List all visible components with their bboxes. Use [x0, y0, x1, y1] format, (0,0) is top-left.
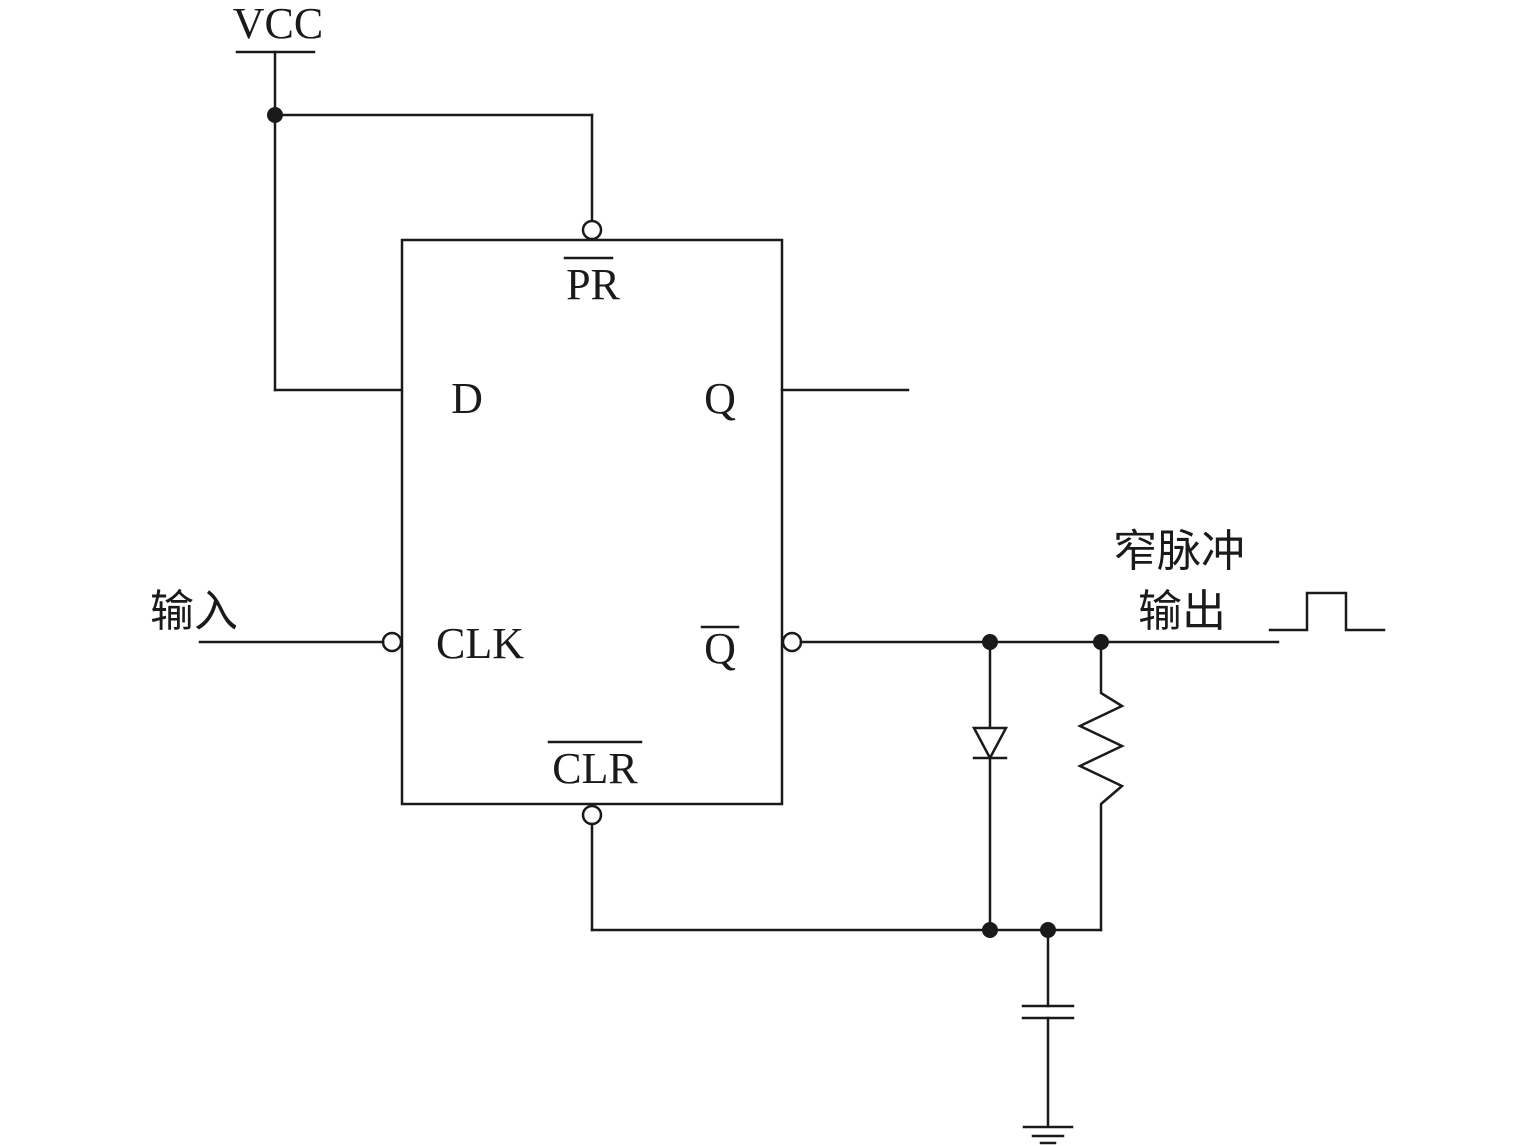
- clock-bubble: [381, 631, 403, 653]
- output-label-line1: 窄脉冲: [1113, 526, 1245, 577]
- pin-output-inverted-label: Q: [704, 624, 736, 673]
- pin-output-label: Q: [704, 374, 736, 423]
- pin-preset: PR: [563, 256, 621, 309]
- resistor-icon: [1077, 640, 1125, 932]
- pin-clear: CLR: [547, 740, 643, 793]
- ground-icon: [1022, 1125, 1074, 1145]
- clear-bubble: [581, 804, 603, 826]
- flip-flop-block: [400, 238, 784, 806]
- pulse-waveform-icon: [1268, 591, 1386, 632]
- diode-bottom-junction-dot: [982, 922, 998, 938]
- pin-preset-label: PR: [566, 260, 620, 309]
- clear-feedback-wires: [590, 822, 1103, 932]
- diode-icon: [971, 640, 1009, 932]
- input-label: 输入: [150, 586, 238, 637]
- preset-bubble: [581, 219, 603, 241]
- pin-data-label: D: [451, 374, 483, 423]
- output-label-line2: 输出: [1138, 586, 1226, 637]
- capacitor-icon: [1021, 928, 1075, 1128]
- pin-output-inverted: Q: [700, 624, 740, 673]
- pin-clock-label: CLK: [436, 619, 524, 668]
- vcc-junction-dot: [267, 107, 283, 123]
- output-inverted-bubble: [781, 631, 803, 653]
- vcc-label: VCC: [233, 0, 323, 48]
- pin-clear-label: CLR: [552, 744, 638, 793]
